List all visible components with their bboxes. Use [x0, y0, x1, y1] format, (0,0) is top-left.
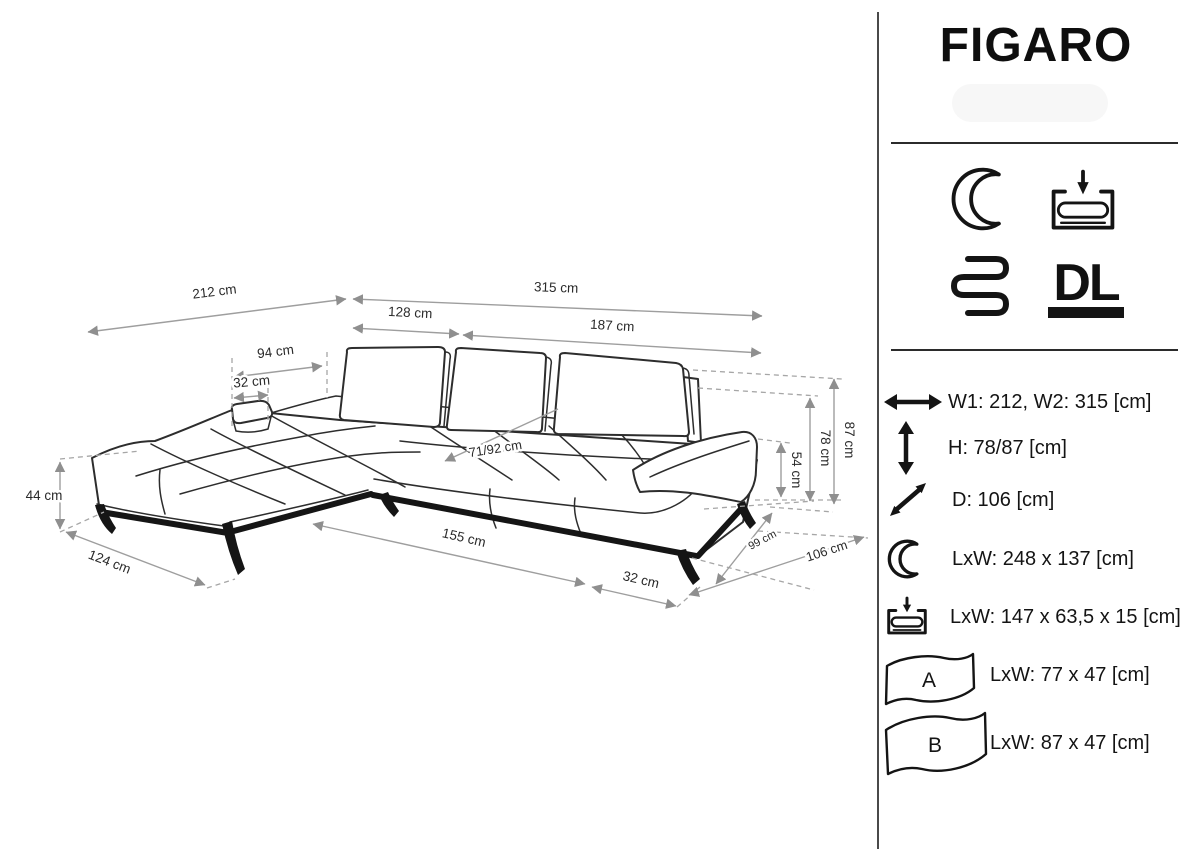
dim-106: 106 cm [804, 537, 849, 564]
dim-128: 128 cm [388, 304, 433, 321]
spring-suspension-icon [951, 256, 1009, 316]
sofa-dimension-diagram: 212 cm 315 cm 128 cm 187 cm 94 cm 32 cm … [25, 279, 869, 609]
right-armrest [632, 430, 758, 503]
sofa-leg [379, 492, 399, 517]
dim-94: 94 cm [256, 342, 294, 361]
spec-height: H: 78/87 [cm] [948, 437, 1067, 459]
dim-44: 44 cm [26, 488, 63, 503]
spec-pillow-b: LxW: 87 x 47 [cm] [990, 732, 1150, 754]
depth-arrow-icon [890, 483, 926, 516]
dim-32-bottom: 32 cm [621, 568, 660, 591]
dim-155: 155 cm [441, 525, 488, 550]
dim-212: 212 cm [192, 281, 238, 301]
sleeping-area-moon-icon [887, 539, 919, 579]
pillow-b-icon: B [884, 711, 988, 776]
spec-storage-box: LxW: 147 x 63,5 x 15 [cm] [950, 606, 1181, 628]
storage-box-icon [887, 596, 927, 635]
bedding-storage-box-icon [1051, 169, 1115, 230]
horizontal-rule [891, 142, 1178, 144]
pillow-b-letter: B [928, 734, 942, 757]
back-cushion-3 [552, 352, 690, 438]
chaise-armrest [230, 399, 274, 425]
dim-87: 87 cm [842, 422, 857, 459]
height-arrow-icon [898, 421, 914, 475]
panel-divider [877, 12, 879, 849]
spec-depth: D: 106 [cm] [952, 489, 1055, 511]
width-arrow-icon [884, 394, 942, 410]
sofa-leg [95, 504, 116, 534]
spec-sleeping-area: LxW: 248 x 137 [cm] [952, 548, 1134, 570]
dim-78: 78 cm [818, 430, 833, 467]
sofa-leg [222, 521, 245, 575]
dim-315: 315 cm [534, 279, 579, 296]
spec-pillow-a: LxW: 77 x 47 [cm] [990, 664, 1150, 686]
horizontal-rule [891, 349, 1178, 351]
back-cushion-1 [338, 346, 446, 428]
dimension-arrows [54, 294, 865, 609]
back-cushion-2 [445, 347, 547, 434]
pillow-a-icon: A [884, 652, 976, 706]
spec-overall-width: W1: 212, W2: 315 [cm] [948, 391, 1152, 413]
dim-187: 187 cm [590, 317, 635, 335]
dim-54: 54 cm [789, 452, 804, 489]
dl-logo-text: DL [1053, 254, 1120, 312]
product-title: FIGARO [939, 19, 1133, 72]
dim-124: 124 cm [86, 547, 133, 577]
dl-logo: DL [1048, 254, 1124, 318]
removed-watermark [952, 84, 1108, 122]
sleep-function-moon-icon [951, 167, 1001, 231]
pillow-a-letter: A [922, 669, 936, 692]
dim-32-top: 32 cm [233, 372, 271, 390]
sofa-drawing [91, 346, 758, 585]
